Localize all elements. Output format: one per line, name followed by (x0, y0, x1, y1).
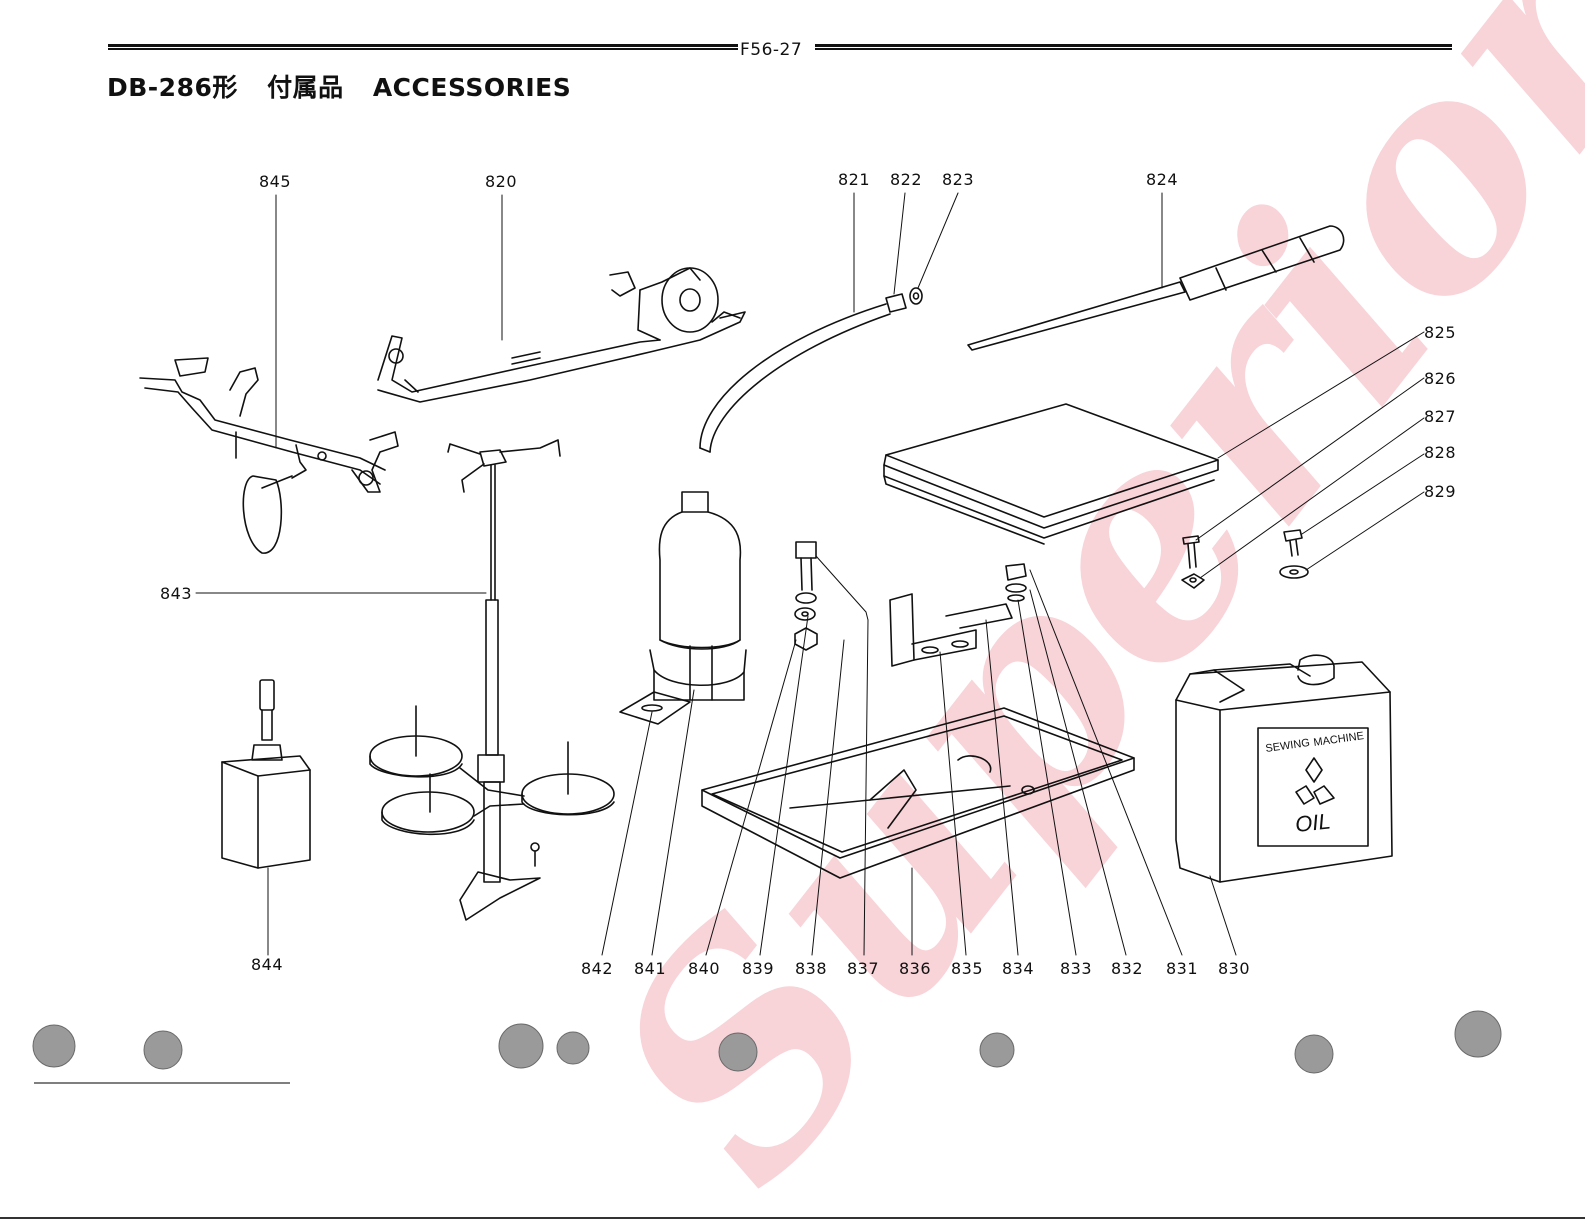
callout-835: 835 (951, 959, 983, 978)
watermark: Superior (542, 0, 1585, 1225)
oil-can-label-line1: SEWING (1265, 737, 1311, 755)
oil-can-label-oil: OIL (1294, 808, 1332, 837)
callout-833: 833 (1060, 959, 1092, 978)
callout-831: 831 (1166, 959, 1198, 978)
callout-832: 832 (1111, 959, 1143, 978)
callout-827: 827 (1424, 407, 1456, 426)
punch-hole (557, 1032, 589, 1064)
callout-841: 841 (634, 959, 666, 978)
part-843-thread-stand (370, 440, 614, 920)
callout-839: 839 (742, 959, 774, 978)
punch-hole (33, 1025, 75, 1067)
callout-821: 821 (838, 170, 870, 189)
callout-843: 843 (160, 584, 192, 603)
callout-829: 829 (1424, 482, 1456, 501)
punch-hole (1455, 1011, 1501, 1057)
punch-hole (144, 1031, 182, 1069)
callout-822: 822 (890, 170, 922, 189)
punch-hole (1295, 1035, 1333, 1073)
callout-824: 824 (1146, 170, 1178, 189)
part-821-oil-tube (700, 288, 922, 452)
part-841-oil-bottle-holder (620, 492, 746, 724)
part-845-thread-stand-bracket (140, 358, 398, 553)
callout-842: 842 (581, 959, 613, 978)
callout-823: 823 (942, 170, 974, 189)
callout-826: 826 (1424, 369, 1456, 388)
punch-hole (499, 1024, 543, 1068)
part-820-bobbin-winder (378, 268, 745, 402)
callout-844: 844 (251, 955, 283, 974)
part-844-oil-bottle (222, 680, 310, 868)
punch-hole (980, 1033, 1014, 1067)
punch-hole (719, 1033, 757, 1071)
callout-845: 845 (259, 172, 291, 191)
callout-830: 830 (1218, 959, 1250, 978)
callout-820: 820 (485, 172, 517, 191)
callout-834: 834 (1002, 959, 1034, 978)
callout-837: 837 (847, 959, 879, 978)
callout-838: 838 (795, 959, 827, 978)
callout-825: 825 (1424, 323, 1456, 342)
callout-836: 836 (899, 959, 931, 978)
callout-828: 828 (1424, 443, 1456, 462)
callout-840: 840 (688, 959, 720, 978)
oil-can-label-line2: MACHINE (1313, 730, 1365, 749)
